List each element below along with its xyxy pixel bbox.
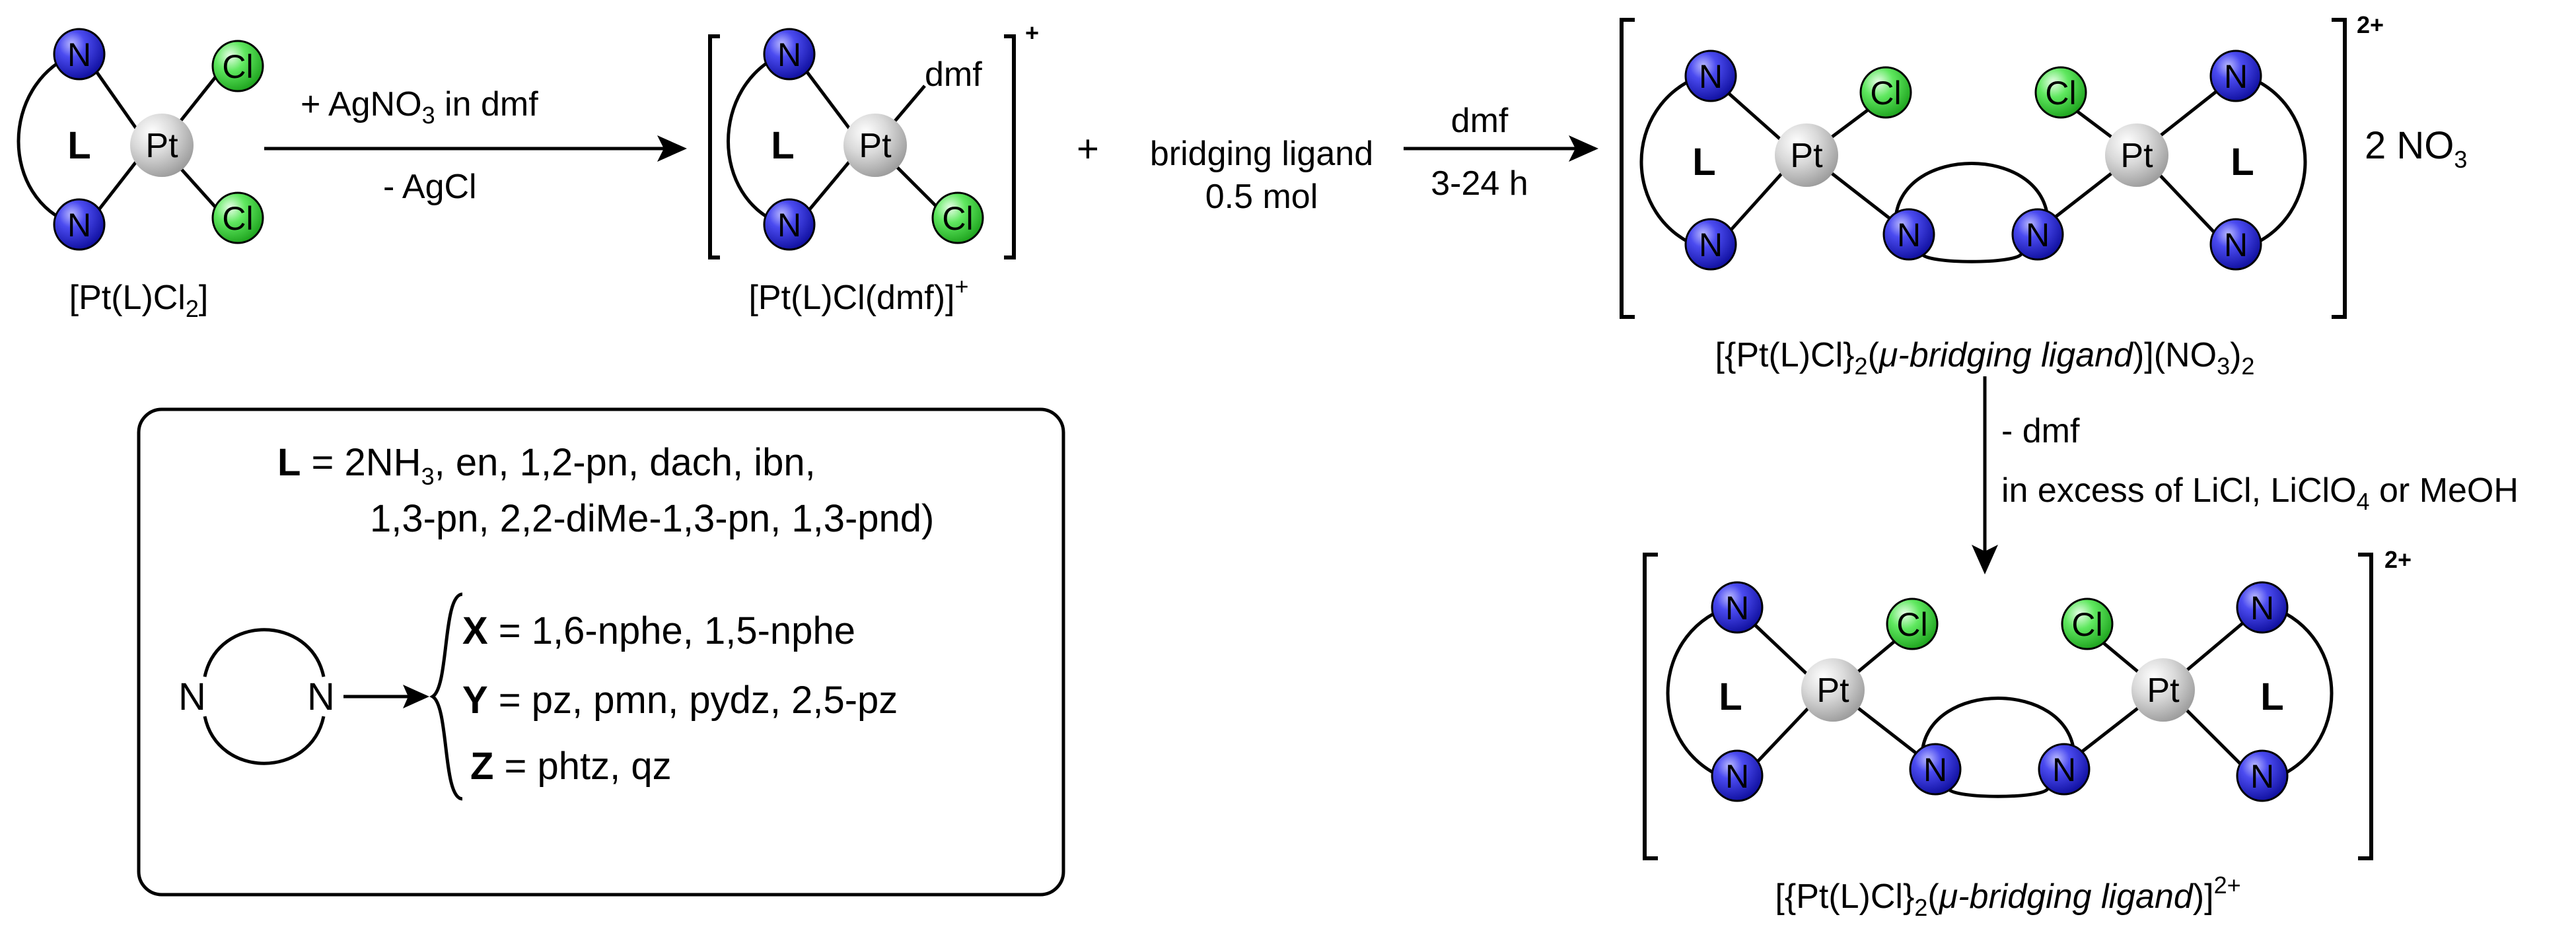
step3-condition-b: in excess of LiCl, LiClO4 or MeOH [2001,471,2519,515]
complex-dinuclear-product: 2+ N N N N N N Cl Cl Pt Pt L L [{P [1643,546,2412,921]
atom-label-cl: Cl [222,48,253,85]
step1-reagent: + AgNO3 in dmf [301,85,538,129]
legend-x-row: X = 1,6-nphe, 1,5-nphe [462,609,855,652]
legend-l-line1: L = 2NH3, en, 1,2-pn, dach, ibn, [277,441,816,490]
legend-z-row: Z = phtz, qz [470,745,672,788]
intermediate-charge: + [1025,19,1039,46]
complex-pt-l-cl-dmf: + N N Cl Pt dmf L [Pt(L)Cl(dmf)]+ [708,19,1039,317]
ligand-symbol-l: L [67,124,90,167]
atom-label-n: N [777,207,801,244]
compound-label-product: [{Pt(L)Cl}2(μ-bridging ligand)]2+ [1775,872,2240,921]
ligand-symbol-l: L [771,124,794,167]
atom-label-n: N [1699,58,1723,95]
reaction-arrow-3: - dmf in excess of LiCl, LiClO4 or MeOH [1972,376,2519,574]
reaction-arrow-2: dmf 3-24 h [1404,102,1598,203]
dinuclear-charge: 2+ [2357,11,2384,38]
atom-label-cl: Cl [942,200,973,237]
step2-solvent: dmf [1451,102,1509,140]
atom-label-pt: Pt [1790,137,1823,175]
complex-dinuclear-nitrate: 2+ 2 NO3 N N N N N N Cl Cl Pt [1620,11,2467,380]
reaction-arrow-1: + AgNO3 in dmf - AgCl [264,85,687,206]
compound-label-dinuclear: [{Pt(L)Cl}2(μ-bridging ligand)](NO3)2 [1715,336,2255,380]
atom-label-n: N [1699,226,1723,263]
compound-label-intermediate: [Pt(L)Cl(dmf)]+ [748,273,968,317]
atom-label-n: N [2052,751,2076,788]
compound-label-start: [Pt(L)Cl2] [69,279,209,322]
atom-label-pt: Pt [2147,671,2180,710]
ligand-symbol-l: L [2231,141,2254,184]
atom-label-cl: Cl [1896,606,1927,643]
atom-label-n: N [67,36,91,73]
dmf-ligand-label: dmf [925,55,982,94]
atom-label-n: N [2250,590,2274,627]
bridging-ligand-amount: 0.5 mol [1205,178,1318,216]
legend-n-left: N [178,675,206,718]
bridging-ligand-text: bridging ligand [1150,135,1373,173]
complex-pt-l-cl2: N N Cl Cl Pt L [Pt(L)Cl2] [17,28,264,322]
atom-label-n: N [2026,217,2050,254]
legend-box: L = 2NH3, en, 1,2-pn, dach, ibn, 1,3-pn,… [137,407,1065,897]
atom-label-n: N [67,207,91,244]
step3-condition-a: - dmf [2001,412,2080,450]
atom-label-n: N [1897,217,1921,254]
step1-byproduct: - AgCl [383,168,477,206]
plus-sign: + [1077,127,1099,170]
atom-label-cl: Cl [2071,606,2102,643]
atom-label-n: N [2224,226,2248,263]
atom-label-cl: Cl [222,200,253,237]
legend-l-line2: 1,3-pn, 2,2-diMe-1,3-pn, 1,3-pnd) [370,497,934,540]
legend-y-row: Y = pz, pmn, pydz, 2,5-pz [462,679,898,722]
atom-label-n: N [1725,758,1749,795]
atom-label-cl: Cl [1870,75,1901,112]
counterion-label: 2 NO3 [2365,124,2467,173]
ligand-symbol-l: L [1692,141,1715,184]
atom-label-n: N [2250,758,2274,795]
atom-label-pt: Pt [2120,137,2153,175]
product-charge: 2+ [2384,546,2412,573]
atom-label-pt: Pt [145,127,178,165]
ligand-symbol-l: L [1719,675,1742,718]
step2-time: 3-24 h [1431,164,1528,203]
atom-label-n: N [1923,751,1947,788]
atom-label-n: N [1725,590,1749,627]
atom-label-pt: Pt [1816,671,1849,710]
atom-label-pt: Pt [859,127,892,165]
legend-n-right: N [307,675,335,718]
atom-label-cl: Cl [2045,75,2076,112]
atom-label-n: N [777,36,801,73]
atom-label-n: N [2224,58,2248,95]
ligand-symbol-l: L [2260,675,2283,718]
